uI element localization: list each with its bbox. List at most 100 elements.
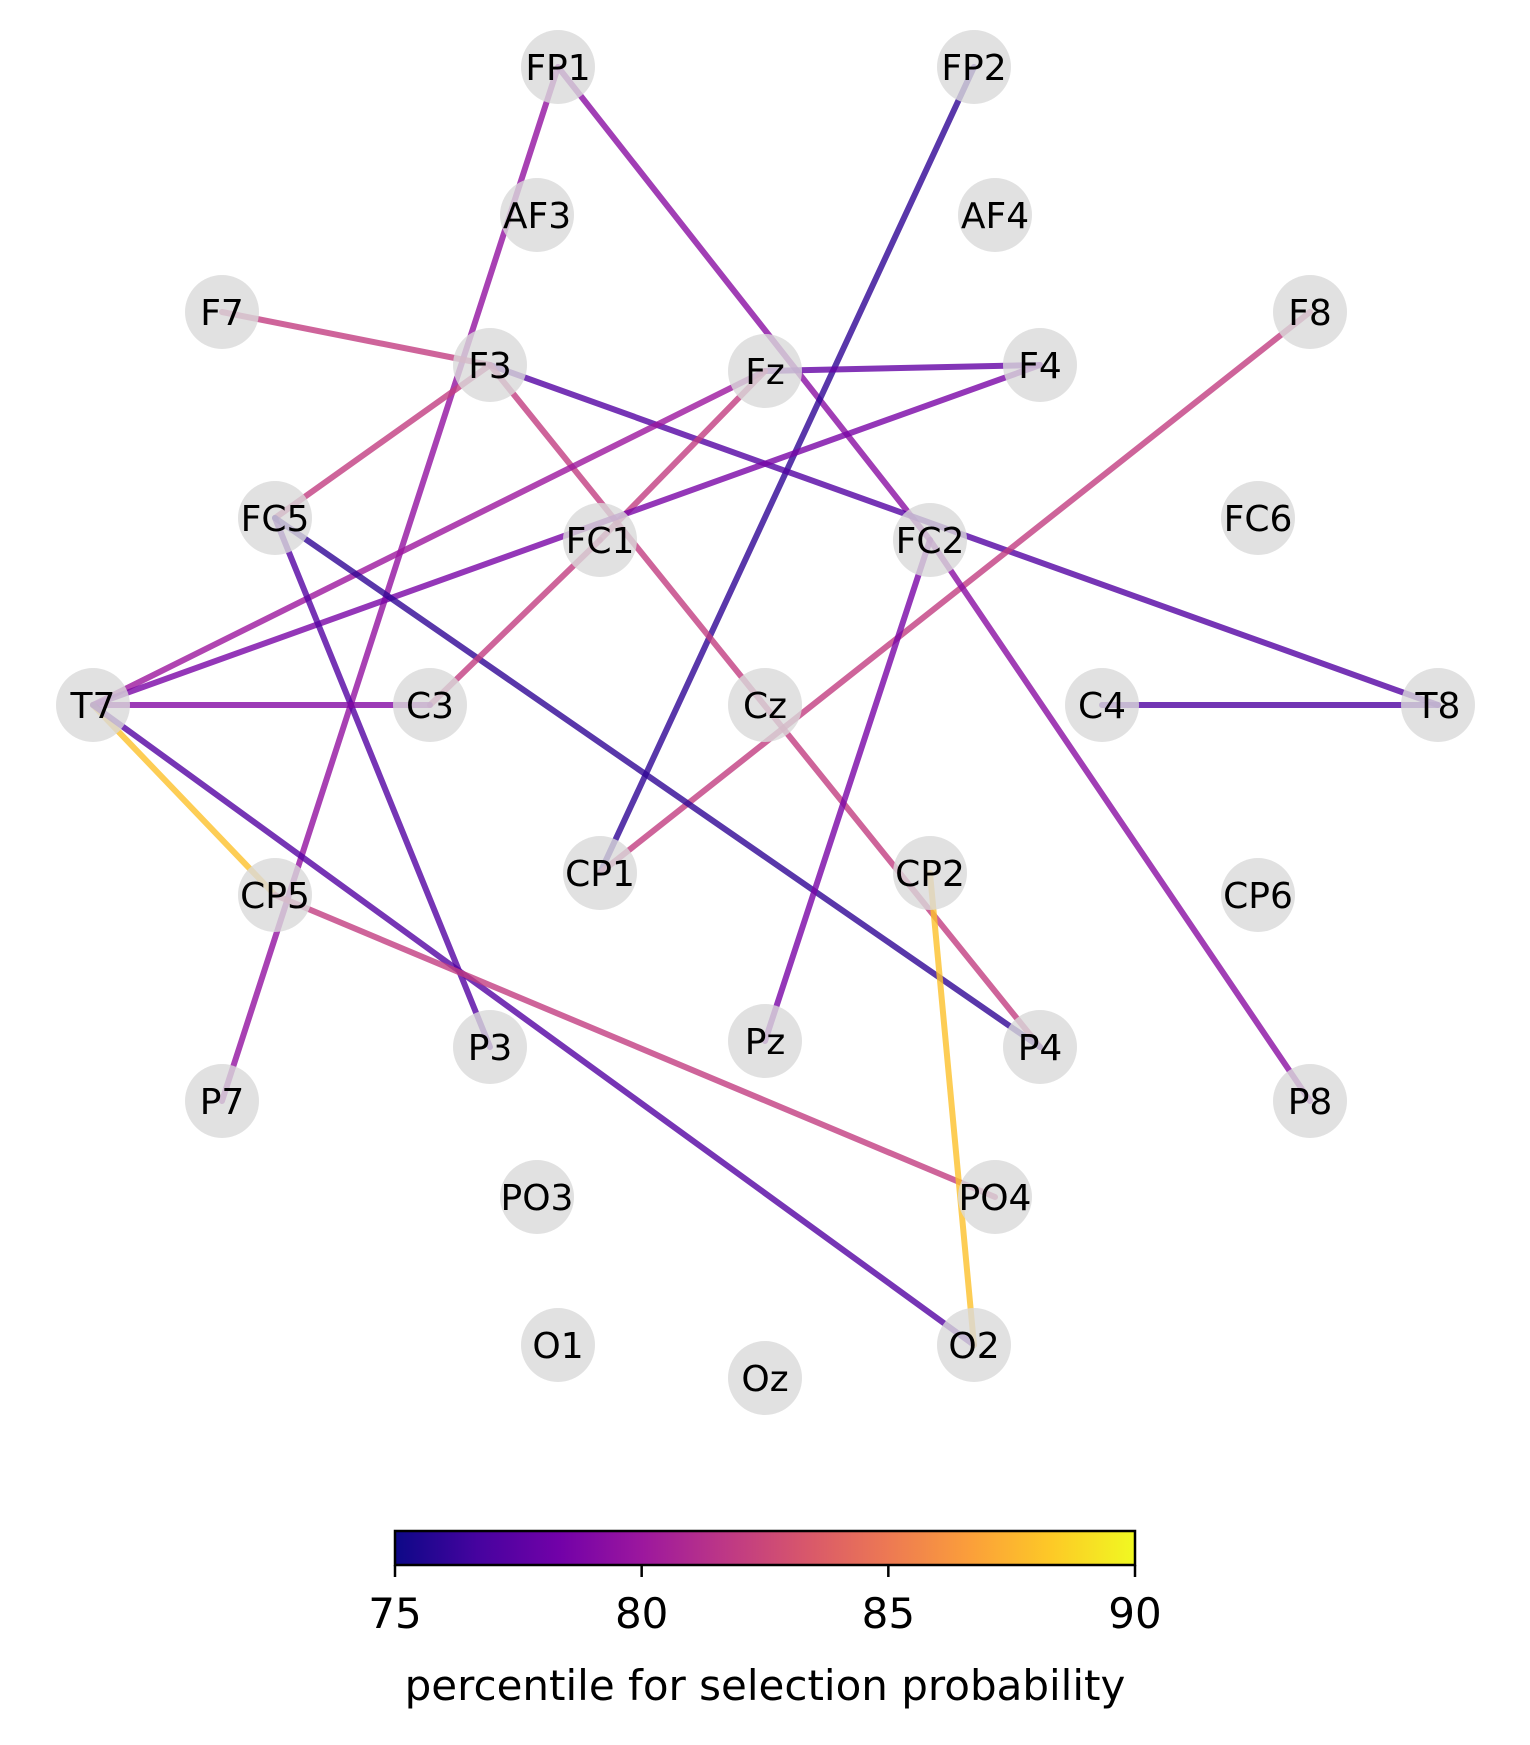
node-label: F3	[468, 346, 512, 387]
node-P8: P8	[1273, 1064, 1347, 1138]
node-CP2: CP2	[893, 836, 967, 910]
node-marker	[728, 668, 802, 742]
edge-F7-F3	[219, 309, 493, 368]
node-label: CP1	[565, 854, 635, 895]
node-marker	[728, 1341, 802, 1415]
edge-F8-CP1	[597, 309, 1313, 876]
node-marker	[728, 334, 802, 408]
node-P7: P7	[185, 1064, 259, 1138]
colorbar-gradient	[393, 1529, 1137, 1567]
node-label: Oz	[741, 1359, 788, 1400]
node-marker	[893, 503, 967, 577]
node-AF3: AF3	[500, 178, 574, 252]
node-AF4: AF4	[958, 178, 1032, 252]
edge-T7-CP5	[90, 702, 278, 898]
edge-FC2-P8	[927, 537, 1313, 1104]
node-label: Pz	[745, 1022, 786, 1063]
node-FP2: FP2	[937, 30, 1011, 104]
node-O2: O2	[937, 1308, 1011, 1382]
node-PO4: PO4	[958, 1160, 1032, 1234]
node-C4: C4	[1065, 668, 1139, 742]
node-label: FC6	[1224, 499, 1293, 540]
node-marker	[185, 275, 259, 349]
node-label: T7	[70, 686, 116, 727]
node-marker	[1065, 668, 1139, 742]
node-label: P8	[1288, 1082, 1333, 1123]
node-label: AF4	[961, 196, 1029, 237]
edge-FC1-C3	[427, 537, 603, 708]
node-marker	[1003, 1010, 1077, 1084]
colorbar-tick-label: 75	[368, 1589, 421, 1638]
node-label: F4	[1018, 346, 1062, 387]
node-Oz: Oz	[728, 1341, 802, 1415]
node-FC2: FC2	[893, 503, 967, 577]
node-label: F8	[1288, 293, 1332, 334]
node-marker	[1221, 858, 1295, 932]
node-label: FP1	[525, 48, 590, 89]
node-F8: F8	[1273, 275, 1347, 349]
node-label: CP2	[895, 854, 965, 895]
node-label: PO4	[959, 1178, 1032, 1219]
node-marker	[1003, 328, 1077, 402]
node-label: PO3	[501, 1178, 574, 1219]
node-label: P7	[200, 1082, 245, 1123]
node-O1: O1	[521, 1308, 595, 1382]
node-marker	[238, 858, 312, 932]
edge-FC2-Pz	[762, 537, 933, 1044]
edge-T7-O2	[90, 702, 977, 1348]
node-label: O1	[532, 1326, 583, 1367]
node-label: P3	[468, 1028, 513, 1069]
edge-FC5-P4	[272, 515, 1043, 1050]
node-label: FC5	[241, 499, 310, 540]
node-label: Cz	[743, 686, 787, 727]
node-marker	[1401, 668, 1475, 742]
node-Pz: Pz	[728, 1004, 802, 1078]
node-label: P4	[1018, 1028, 1063, 1069]
node-label: F7	[200, 293, 244, 334]
node-marker	[1273, 1064, 1347, 1138]
node-label: T8	[1415, 686, 1461, 727]
node-label: FC1	[566, 521, 635, 562]
node-marker	[238, 481, 312, 555]
node-marker	[1221, 481, 1295, 555]
node-CP5: CP5	[238, 858, 312, 932]
node-marker	[937, 30, 1011, 104]
node-label: FC2	[896, 521, 965, 562]
edge-CP5-PO4	[272, 892, 998, 1200]
edge-FC5-P3	[272, 515, 493, 1050]
node-label: C3	[406, 686, 454, 727]
node-marker	[500, 1160, 574, 1234]
node-marker	[453, 1010, 527, 1084]
node-marker	[500, 178, 574, 252]
edge-F3-FC5	[272, 362, 493, 521]
node-PO3: PO3	[500, 1160, 574, 1234]
colorbar-tick-label: 85	[862, 1589, 915, 1638]
node-marker	[958, 178, 1032, 252]
colorbar-tick-label: 90	[1108, 1589, 1161, 1638]
edge-FP1-FC2	[555, 64, 933, 543]
node-marker	[937, 1308, 1011, 1382]
edge-Fz-F4	[762, 362, 1043, 374]
node-marker	[521, 30, 595, 104]
node-FC6: FC6	[1221, 481, 1295, 555]
node-Cz: Cz	[728, 668, 802, 742]
node-label: CP5	[240, 876, 310, 917]
edge-Fz-T7	[90, 368, 768, 708]
node-C3: C3	[393, 668, 467, 742]
edge-CP2-O2	[927, 870, 977, 1348]
node-marker	[563, 503, 637, 577]
node-F3: F3	[453, 328, 527, 402]
node-label: Fz	[745, 352, 785, 393]
node-FC1: FC1	[563, 503, 637, 577]
node-label: AF3	[503, 196, 571, 237]
node-Fz: Fz	[728, 334, 802, 408]
node-marker	[521, 1308, 595, 1382]
node-FC5: FC5	[238, 481, 312, 555]
node-marker	[958, 1160, 1032, 1234]
node-P3: P3	[453, 1010, 527, 1084]
node-CP1: CP1	[563, 836, 637, 910]
node-T8: T8	[1401, 668, 1475, 742]
node-CP6: CP6	[1221, 858, 1295, 932]
